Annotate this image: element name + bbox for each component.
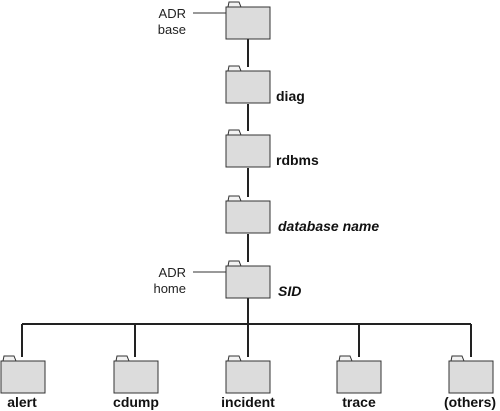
folder-label-trace: trace (342, 394, 376, 410)
folder-database-name (225, 195, 271, 234)
folder-cdump (113, 355, 159, 394)
folder-label-rdbms: rdbms (276, 152, 319, 168)
folder-label-alert: alert (7, 394, 37, 410)
folder-sid (225, 260, 271, 299)
adr-base-callout-line2: base (158, 22, 186, 37)
connectors (21, 38, 472, 357)
folder-incident (225, 355, 271, 394)
folder-diag (225, 65, 271, 104)
folder-label-cdump: cdump (113, 394, 159, 410)
folder-label-incident: incident (221, 394, 275, 410)
folder-trace (336, 355, 382, 394)
folder-rdbms (225, 129, 271, 168)
folder-label-others: (others) (444, 394, 496, 410)
adr-base-callout-line1: ADR (159, 6, 186, 21)
folder-label-diag: diag (276, 88, 305, 104)
folder-adr-base (225, 1, 271, 40)
adr-home-callout-line2: home (153, 281, 186, 296)
adr-home-callout-line1: ADR (159, 265, 186, 280)
folder-label-sid: SID (278, 283, 301, 299)
folder-others (448, 355, 494, 394)
folder-alert (0, 355, 46, 394)
folder-label-database-name: database name (278, 218, 379, 234)
